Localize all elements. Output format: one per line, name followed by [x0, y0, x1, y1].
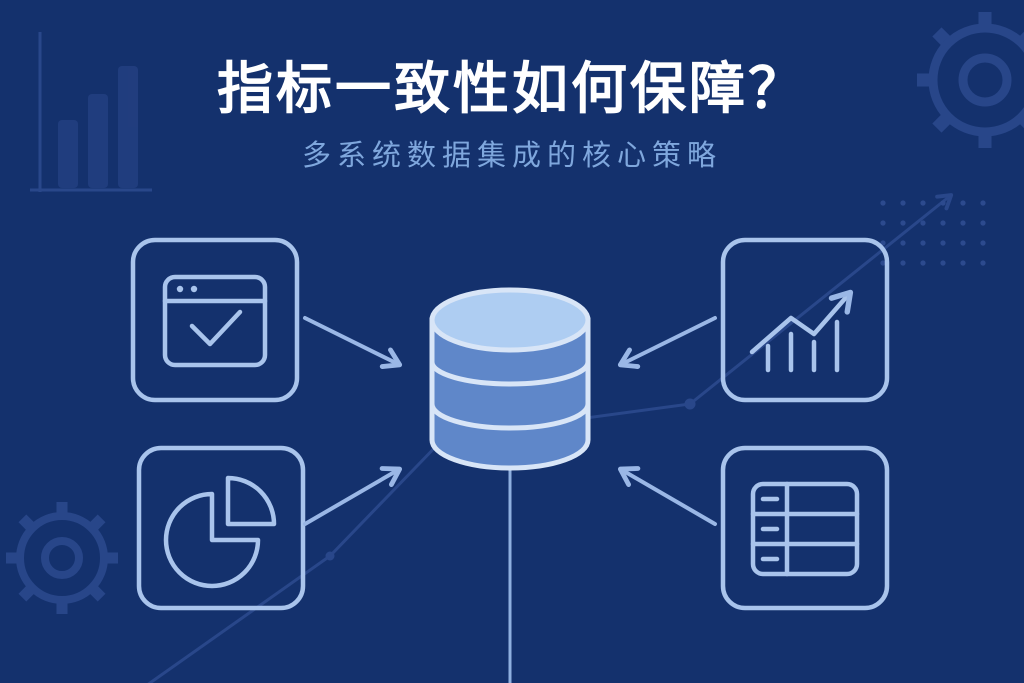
page-title: 指标一致性如何保障？ — [217, 57, 807, 120]
table-icon — [750, 481, 860, 577]
trend-chart-icon — [749, 289, 854, 373]
node-box-bottom-right — [720, 445, 890, 611]
browser-check-icon — [162, 274, 268, 368]
arrow-bottom-left — [303, 466, 403, 526]
page-subtitle: 多系统数据集成的核心策略 — [301, 139, 722, 172]
database-icon — [429, 287, 591, 471]
node-box-top-left — [130, 237, 300, 403]
node-box-top-right — [720, 237, 890, 403]
gear-left-icon — [6, 502, 118, 614]
node-box-bottom-left — [136, 445, 306, 611]
arrow-bottom-right — [617, 466, 717, 526]
dot-grid — [878, 188, 990, 278]
pie-chart-icon — [163, 475, 277, 589]
arrow-top-left — [303, 316, 403, 369]
connector-arrows — [303, 316, 717, 526]
header: 指标一致性如何保障？ 多系统数据集成的核心策略 — [0, 0, 1024, 174]
bar-chart-icon — [30, 32, 152, 192]
arrow-top-right — [617, 316, 717, 369]
